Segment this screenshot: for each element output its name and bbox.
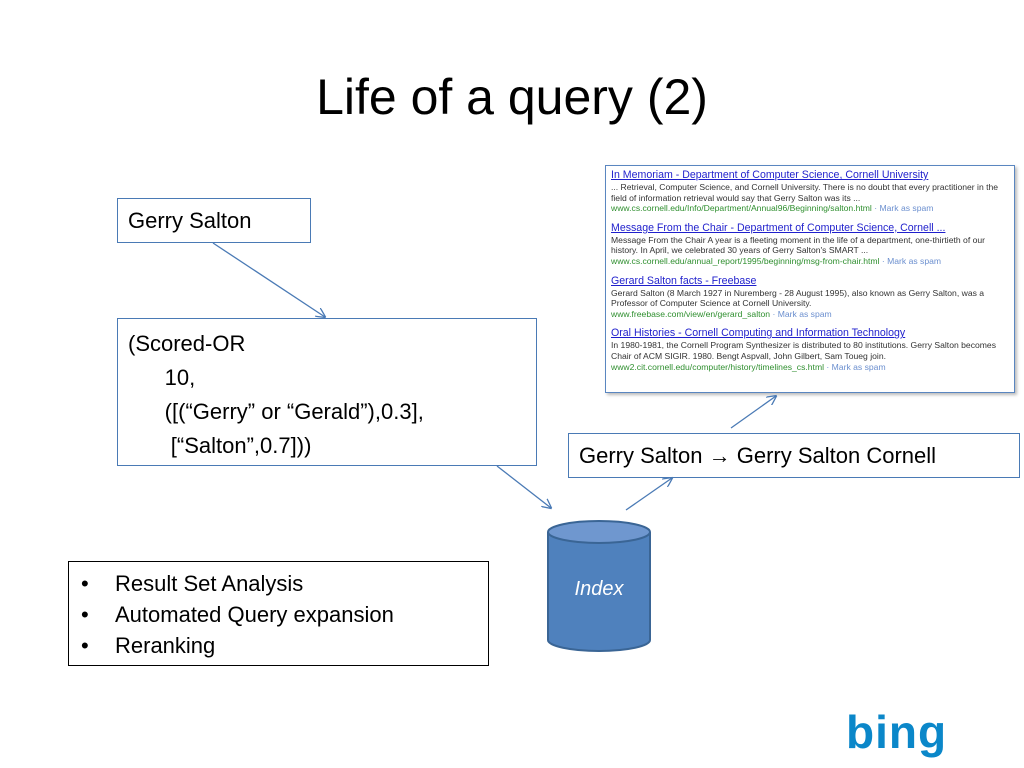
techniques-list: • Result Set Analysis • Automated Query ex… xyxy=(77,568,488,661)
index-label: Index xyxy=(574,578,624,600)
list-item: • Automated Query expansion xyxy=(77,599,488,630)
list-item: • Reranking xyxy=(77,630,488,661)
arrow-query-to-scored xyxy=(212,242,325,317)
mark-as-spam-link[interactable]: · Mark as spam xyxy=(871,203,934,214)
result-snippet: Gerard Salton (8 March 1927 in Nuremberg… xyxy=(611,287,985,309)
result-url: www.cs.cornell.edu/Info/Department/Annua… xyxy=(611,203,872,214)
list-item-label: Automated Query expansion xyxy=(115,602,394,627)
scored-or-line: ([(“Gerry” or “Gerald”),0.3], xyxy=(128,399,424,424)
arrow-expansion-to-results xyxy=(730,396,776,429)
search-results-panel: In Memoriam - Department of Computer Sci… xyxy=(605,165,1015,393)
mark-as-spam-link[interactable]: · Mark as spam xyxy=(770,308,832,319)
query-expansion-box: Gerry Salton → Gerry Salton Cornell xyxy=(568,433,1020,478)
search-result: Oral Histories - Cornell Computing and I… xyxy=(611,326,1014,372)
scored-or-line: (Scored-OR xyxy=(128,331,246,356)
slide-title: Life of a query (2) xyxy=(316,69,708,125)
result-snippet: Message From the Chair A year is a fleet… xyxy=(611,234,986,256)
bing-logo-icon: bing xyxy=(846,712,947,758)
result-title-link[interactable]: Gerard Salton facts - Freebase xyxy=(611,274,757,287)
result-title-link[interactable]: Oral Histories - Cornell Computing and I… xyxy=(611,327,906,340)
scored-or-box: (Scored-OR 10, ([(“Gerry” or “Gerald”),0… xyxy=(117,318,537,466)
query-box: Gerry Salton xyxy=(117,198,311,243)
expansion-to: Gerry Salton Cornell xyxy=(736,443,937,468)
list-item-label: Reranking xyxy=(115,633,216,658)
query-text: Gerry Salton xyxy=(128,208,252,233)
arrow-scored-to-index xyxy=(496,465,551,508)
result-snippet: ... Retrieval, Computer Science, and Cor… xyxy=(611,182,999,203)
list-item-label: Result Set Analysis xyxy=(115,571,304,596)
result-title-link[interactable]: In Memoriam - Department of Computer Sci… xyxy=(611,169,929,181)
search-result: Message From the Chair - Department of C… xyxy=(611,221,1014,267)
scored-or-line: 10, xyxy=(128,365,196,390)
search-result: In Memoriam - Department of Computer Sci… xyxy=(611,168,1014,214)
arrow-right-icon: → xyxy=(708,443,731,468)
mark-as-spam-link[interactable]: · Mark as spam xyxy=(824,361,886,372)
techniques-list-box: • Result Set Analysis • Automated Query ex… xyxy=(68,561,489,666)
arrow-index-to-expansion xyxy=(625,478,672,511)
result-url: www.freebase.com/view/en/gerard_salton xyxy=(611,308,771,319)
result-snippet: In 1980-1981, the Cornell Program Synthe… xyxy=(611,340,997,361)
index-cylinder xyxy=(547,520,651,652)
result-url: www2.cit.cornell.edu/computer/history/ti… xyxy=(611,361,825,372)
mark-as-spam-link[interactable]: · Mark as spam xyxy=(879,255,942,266)
result-url: www.cs.cornell.edu/annual_report/1995/be… xyxy=(611,255,880,266)
search-result: Gerard Salton facts - Freebase Gerard Sa… xyxy=(611,274,1014,320)
scored-or-line: [“Salton”,0.7])) xyxy=(128,433,312,458)
bullet-icon: • xyxy=(81,602,89,627)
result-title-link[interactable]: Message From the Chair - Department of C… xyxy=(611,221,946,234)
bullet-icon: • xyxy=(81,571,89,596)
expansion-from: Gerry Salton xyxy=(579,443,703,468)
list-item: • Result Set Analysis xyxy=(77,568,488,599)
bullet-icon: • xyxy=(81,633,89,658)
bing-logo-text: bing xyxy=(846,712,947,758)
